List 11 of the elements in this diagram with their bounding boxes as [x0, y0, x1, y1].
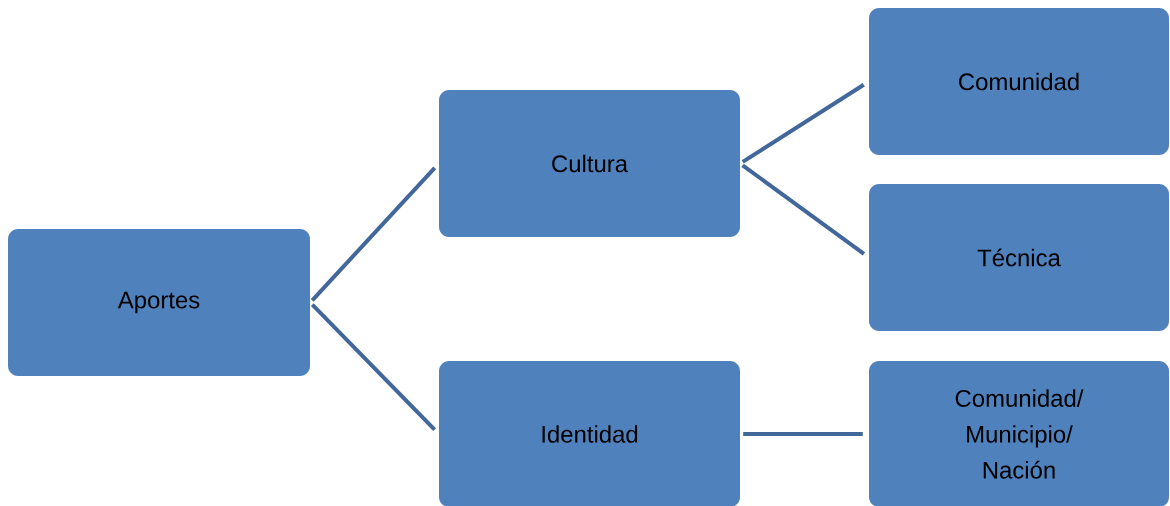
process-box: Técnica — [869, 184, 1169, 331]
connector-line — [743, 432, 863, 436]
connector-line — [310, 166, 437, 302]
connector-line — [741, 163, 866, 256]
process-box: Comunidad — [869, 8, 1169, 155]
process-box: Cultura — [439, 90, 740, 237]
process-box: Comunidad/ Municipio/ Nación — [869, 361, 1169, 506]
connector-line — [310, 303, 437, 432]
process-box: Identidad — [439, 361, 740, 506]
process-box: Aportes — [8, 229, 310, 376]
connector-line — [741, 83, 865, 164]
